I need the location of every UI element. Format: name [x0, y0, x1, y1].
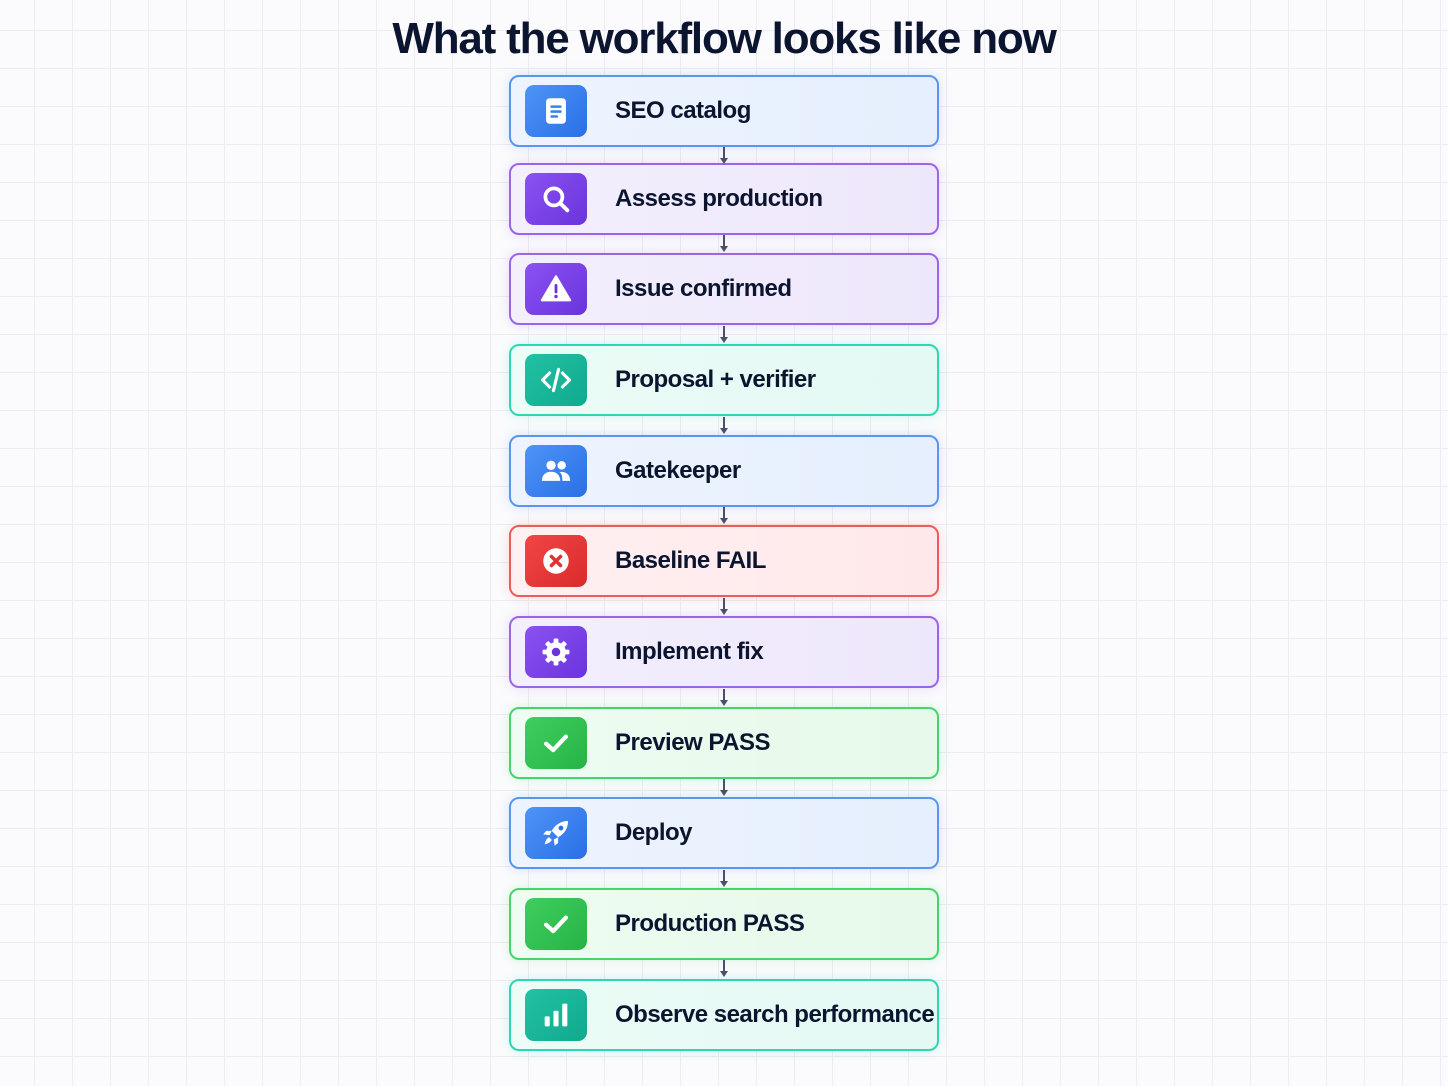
- rocket-icon: [525, 807, 587, 859]
- step-assess-production: Assess production: [509, 163, 939, 235]
- connector-arrow: [720, 870, 728, 888]
- step-baseline-fail: Baseline FAIL: [509, 525, 939, 597]
- connector-arrow: [720, 417, 728, 435]
- code-icon: [525, 354, 587, 406]
- connector-arrow: [720, 779, 728, 797]
- step-label: Deploy: [615, 819, 693, 846]
- document-icon: [525, 85, 587, 137]
- step-label: Production PASS: [615, 910, 805, 937]
- step-production-pass: Production PASS: [509, 888, 939, 960]
- step-deploy: Deploy: [509, 797, 939, 869]
- connector-arrow: [720, 147, 728, 165]
- step-label: SEO catalog: [615, 97, 751, 124]
- step-implement-fix: Implement fix: [509, 616, 939, 688]
- step-label: Assess production: [615, 185, 823, 212]
- users-icon: [525, 445, 587, 497]
- step-label: Baseline FAIL: [615, 547, 766, 574]
- step-label: Proposal + verifier: [615, 366, 816, 393]
- step-issue-confirmed: Issue confirmed: [509, 253, 939, 325]
- connector-arrow: [720, 326, 728, 344]
- connector-arrow: [720, 235, 728, 253]
- check-icon: [525, 898, 587, 950]
- step-seo-catalog: SEO catalog: [509, 75, 939, 147]
- bar-chart-icon: [525, 989, 587, 1041]
- step-observe-search-performance: Observe search performance: [509, 979, 939, 1051]
- x-circle-icon: [525, 535, 587, 587]
- step-proposal-verifier: Proposal + verifier: [509, 344, 939, 416]
- connector-arrow: [720, 598, 728, 616]
- step-label: Observe search performance: [615, 1001, 935, 1028]
- gear-icon: [525, 626, 587, 678]
- warning-icon: [525, 263, 587, 315]
- step-gatekeeper: Gatekeeper: [509, 435, 939, 507]
- step-label: Gatekeeper: [615, 457, 741, 484]
- page-title: What the workflow looks like now: [392, 14, 1056, 63]
- step-label: Implement fix: [615, 638, 764, 665]
- connector-arrow: [720, 507, 728, 525]
- check-icon: [525, 717, 587, 769]
- step-label: Issue confirmed: [615, 275, 792, 302]
- connector-arrow: [720, 960, 728, 978]
- step-preview-pass: Preview PASS: [509, 707, 939, 779]
- step-label: Preview PASS: [615, 729, 770, 756]
- search-icon: [525, 173, 587, 225]
- connector-arrow: [720, 689, 728, 707]
